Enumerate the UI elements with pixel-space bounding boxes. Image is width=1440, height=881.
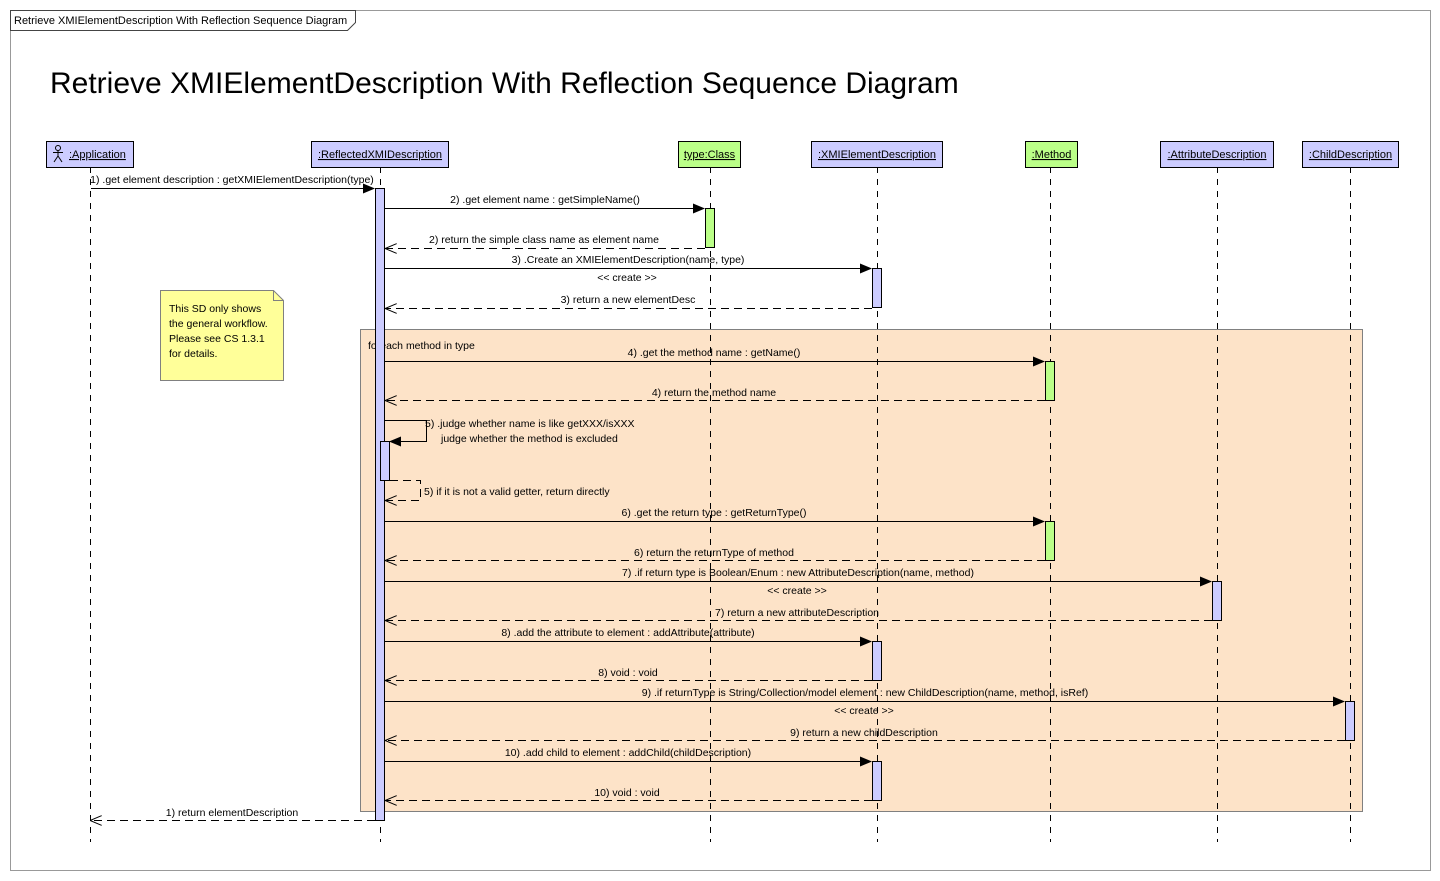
message-9-create-label: 9) .if returnType is String/Collection/m… — [642, 687, 1088, 699]
message-5-self-return-label: 5) if it is not a valid getter, return d… — [424, 486, 610, 498]
message-6-return: 6) return the returnType of method — [386, 547, 1045, 561]
activation-childdescription — [1345, 701, 1355, 741]
note-line-3: Please see CS 1.3.1 — [169, 333, 265, 345]
message-5-self-call: 5) .judge whether name is like getXXX/is… — [385, 418, 635, 447]
activation-type-class — [705, 208, 715, 248]
activation-method-2 — [1045, 521, 1055, 561]
message-4-call-label: 4) .get the method name : getName() — [628, 347, 801, 359]
actor-icon — [53, 145, 63, 163]
lifeline-label-attributedescription: :AttributeDescription — [1167, 149, 1266, 161]
message-10-call: 10) .add child to element : addChild(chi… — [385, 747, 872, 767]
message-3-stereotype: << create >> — [597, 272, 657, 284]
activation-reflectedxmidescription-main — [375, 188, 385, 821]
message-3-return: 3) return a new elementDesc — [386, 294, 872, 309]
message-5-self-return: 5) if it is not a valid getter, return d… — [386, 480, 610, 501]
message-6-return-label: 6) return the returnType of method — [634, 547, 794, 559]
loop-fragment-label: foreach method in type — [368, 340, 475, 352]
message-7-stereotype: << create >> — [767, 585, 827, 597]
lifeline-label-xmielementdescription: :XMIElementDescription — [818, 149, 936, 161]
lifeline-head-type-class[interactable]: type:Class — [678, 141, 741, 168]
message-2-return-label: 2) return the simple class name as eleme… — [429, 234, 659, 246]
message-8-return-label: 8) void : void — [598, 667, 658, 679]
message-4-return: 4) return the method name — [386, 387, 1045, 401]
activation-method-1 — [1045, 361, 1055, 401]
activation-xmielementdescription-1 — [872, 268, 882, 308]
message-8-call: 8) .add the attribute to element : addAt… — [385, 627, 872, 647]
message-7-return-label: 7) return a new attributeDescription — [715, 607, 879, 619]
message-6-call-label: 6) .get the return type : getReturnType(… — [621, 507, 806, 519]
message-3-return-label: 3) return a new elementDesc — [561, 294, 696, 306]
message-7-create: 7) .if return type is Boolean/Enum : new… — [385, 567, 1212, 597]
lifeline-head-application[interactable]: :Application — [46, 141, 134, 168]
message-7-return: 7) return a new attributeDescription — [386, 607, 1212, 621]
lifeline-head-attributedescription[interactable]: :AttributeDescription — [1160, 141, 1274, 168]
activation-reflectedxmidescription-self — [380, 441, 390, 481]
diagram-title: Retrieve XMIElementDescription With Refl… — [50, 67, 959, 100]
message-1-call: 1) .get element description : getXMIElem… — [90, 174, 375, 194]
lifeline-head-childdescription[interactable]: :ChildDescription — [1302, 141, 1399, 168]
message-9-stereotype: << create >> — [834, 705, 894, 717]
message-10-call-label: 10) .add child to element : addChild(chi… — [505, 747, 751, 759]
message-10-return-label: 10) void : void — [594, 787, 660, 799]
lifeline-label-method: :Method — [1032, 149, 1072, 161]
note-corner — [273, 290, 284, 301]
note-line-2: the general workflow. — [169, 318, 268, 330]
lifeline-label-type-class: type:Class — [684, 149, 736, 161]
activation-xmielementdescription-3 — [872, 761, 882, 801]
lifeline-head-xmielementdescription[interactable]: :XMIElementDescription — [811, 141, 943, 168]
message-5-self-call-label-2: judge whether the method is excluded — [440, 433, 618, 445]
lifeline-label-childdescription: :ChildDescription — [1309, 149, 1392, 161]
message-2-return: 2) return the simple class name as eleme… — [386, 234, 705, 249]
message-9-return: 9) return a new childDescription — [386, 727, 1345, 741]
message-10-return: 10) void : void — [386, 787, 872, 801]
diagram-frame-tab-text: Retrieve XMIElementDescription With Refl… — [14, 15, 347, 27]
message-9-return-label: 9) return a new childDescription — [790, 727, 938, 739]
message-5-self-call-label: 5) .judge whether name is like getXXX/is… — [425, 418, 635, 430]
message-3-create-label: 3) .Create an XMIElementDescription(name… — [512, 254, 745, 266]
message-1-return-label: 1) return elementDescription — [166, 807, 299, 819]
message-3-create: 3) .Create an XMIElementDescription(name… — [385, 254, 872, 284]
message-4-call: 4) .get the method name : getName() — [385, 347, 1045, 367]
diagram-frame-tab — [10, 10, 356, 31]
message-8-return: 8) void : void — [386, 667, 872, 681]
activation-attributedescription — [1212, 581, 1222, 621]
lifeline-head-method[interactable]: :Method — [1025, 141, 1078, 168]
message-6-call: 6) .get the return type : getReturnType(… — [385, 507, 1045, 527]
message-4-return-label: 4) return the method name — [652, 387, 776, 399]
lifeline-label-reflectedxmidescription: :ReflectedXMIDescription — [318, 149, 442, 161]
message-8-call-label: 8) .add the attribute to element : addAt… — [501, 627, 754, 639]
message-1-return: 1) return elementDescription — [91, 807, 375, 821]
message-9-create: 9) .if returnType is String/Collection/m… — [385, 687, 1345, 717]
note-line-1: This SD only shows — [169, 303, 261, 315]
lifeline-head-reflectedxmidescription[interactable]: :ReflectedXMIDescription — [311, 141, 449, 168]
loop-fragment — [360, 329, 1363, 812]
note-line-4: for details. — [169, 348, 217, 360]
message-2-call-label: 2) .get element name : getSimpleName() — [450, 194, 640, 206]
message-2-call: 2) .get element name : getSimpleName() — [385, 194, 705, 214]
activation-xmielementdescription-2 — [872, 641, 882, 681]
message-1-call-label: 1) .get element description : getXMIElem… — [90, 174, 374, 186]
note-box — [160, 290, 284, 381]
message-7-create-label: 7) .if return type is Boolean/Enum : new… — [622, 567, 974, 579]
lifeline-label-application: :Application — [69, 149, 126, 161]
